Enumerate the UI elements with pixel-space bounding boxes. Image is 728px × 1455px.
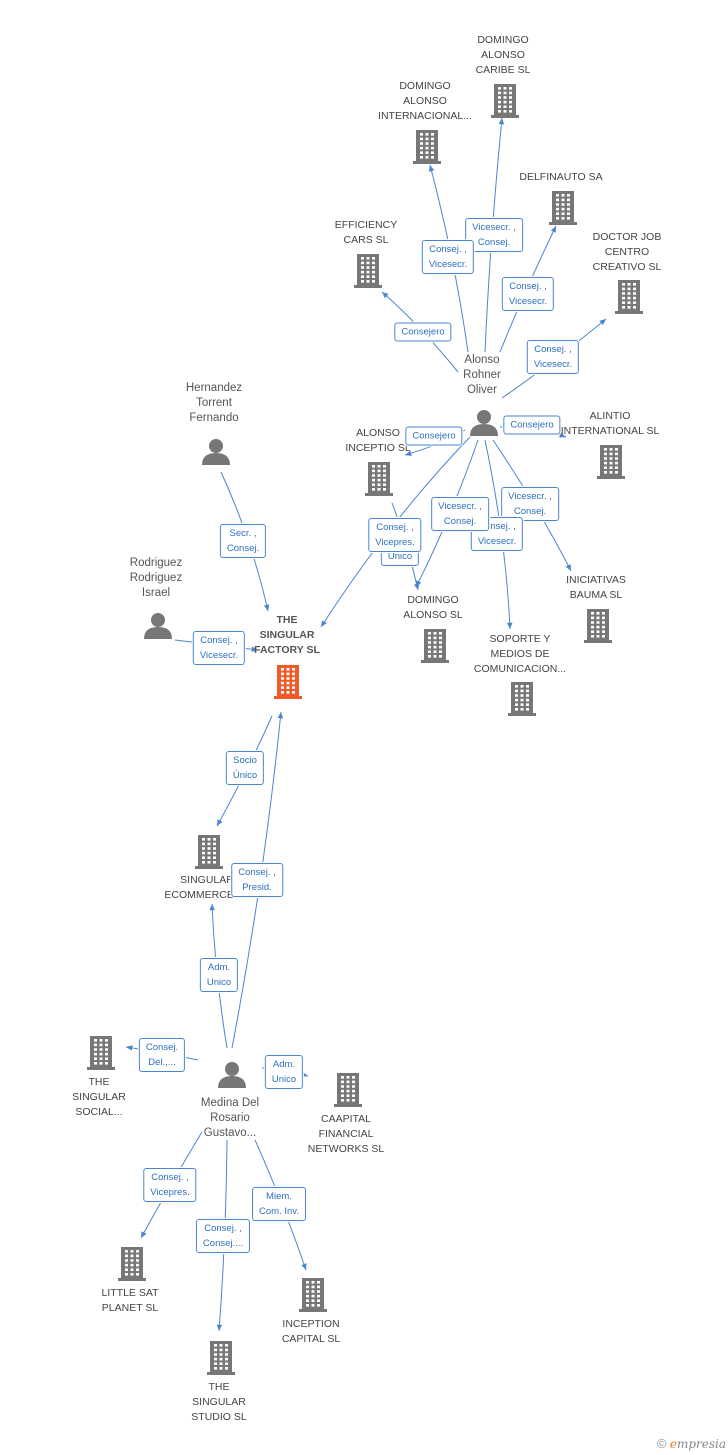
edge-label[interactable]: Consej. , Vicepres.: [143, 1168, 197, 1202]
edge-label[interactable]: Consej. Del.,...: [138, 1038, 186, 1072]
edge-label[interactable]: Consej. , Vicesecr.: [501, 277, 555, 311]
brand-name: mpresia: [676, 1437, 726, 1451]
node-label-medina[interactable]: Medina Del Rosario Gustavo...: [200, 1097, 260, 1139]
copyright-symbol: ©: [656, 1436, 667, 1451]
company-building-icon[interactable]: [584, 609, 612, 643]
node-label-caapital[interactable]: CAAPITAL FINANCIAL NETWORKS SL: [307, 1113, 385, 1155]
node-label-singular-social[interactable]: THE SINGULAR SOCIAL...: [72, 1076, 126, 1118]
edge-label[interactable]: Consejero: [503, 415, 561, 435]
node-label-hernandez[interactable]: Hernandez Torrent Fernando: [185, 382, 243, 424]
company-building-icon[interactable]: [597, 445, 625, 479]
person-icon[interactable]: [470, 410, 498, 436]
edge-label[interactable]: Adm. Unico: [199, 958, 239, 992]
node-label-inception-capital[interactable]: INCEPTION CAPITAL SL: [281, 1318, 341, 1345]
company-building-icon[interactable]: [413, 130, 441, 164]
company-building-icon[interactable]: [299, 1278, 327, 1312]
edge-label[interactable]: Consej. , Consej....: [195, 1219, 251, 1253]
company-building-icon[interactable]: [365, 462, 393, 496]
node-label-alonso-inceptio[interactable]: ALONSO INCEPTIO SL: [345, 427, 411, 454]
node-label-alintio[interactable]: ALINTIO INTERNATIONAL SL: [560, 410, 660, 437]
edge-label[interactable]: Miem. Com. Inv.: [252, 1187, 306, 1221]
company-building-icon[interactable]: [207, 1341, 235, 1375]
company-building-icon[interactable]: [421, 629, 449, 663]
node-label-efficiency-cars[interactable]: EFFICIENCY CARS SL: [334, 219, 398, 246]
edge-label[interactable]: Consej. , Vicesecr.: [421, 240, 475, 274]
company-building-icon[interactable]: [195, 835, 223, 869]
edge-label[interactable]: Consej. , Vicesecr.: [192, 631, 246, 665]
edge-label[interactable]: Vicesecr. , Consej.: [501, 487, 559, 521]
company-building-icon[interactable]: [118, 1247, 146, 1281]
edge-label[interactable]: Consej. , Presid.: [231, 863, 283, 897]
node-label-domingo-alonso[interactable]: DOMINGO ALONSO SL: [403, 594, 463, 621]
company-building-icon[interactable]: [615, 280, 643, 314]
edge-label[interactable]: Vicesecr. , Consej.: [465, 218, 523, 252]
node-label-alonso-rohner[interactable]: Alonso Rohner Oliver: [463, 354, 501, 396]
person-icon[interactable]: [218, 1062, 246, 1088]
brand-watermark: © empresia: [657, 1436, 726, 1451]
node-label-delfinauto[interactable]: DELFINAUTO SA: [519, 171, 603, 183]
node-label-soporte[interactable]: SOPORTE Y MEDIOS DE COMUNICACION...: [473, 633, 567, 675]
company-building-icon[interactable]: [549, 191, 577, 225]
node-label-singular-factory[interactable]: THE SINGULAR FACTORY SL: [254, 614, 320, 656]
node-label-singular-studio[interactable]: THE SINGULAR STUDIO SL: [191, 1381, 247, 1423]
edge-label[interactable]: Vicesecr. , Consej.: [431, 497, 489, 531]
edge-label[interactable]: Secr. , Consej.: [219, 524, 267, 558]
edge-label[interactable]: Socio Único: [225, 751, 265, 785]
node-label-domingo-caribe[interactable]: DOMINGO ALONSO CARIBE SL: [475, 34, 531, 76]
node-label-doctor-job[interactable]: DOCTOR JOB CENTRO CREATIVO SL: [592, 231, 662, 273]
node-label-iniciativas[interactable]: INICIATIVAS BAUMA SL: [566, 574, 626, 601]
company-building-icon[interactable]: [354, 254, 382, 288]
focus-company-icon[interactable]: [274, 665, 302, 699]
company-building-icon[interactable]: [87, 1036, 115, 1070]
icons-layer: [87, 84, 643, 1375]
person-icon[interactable]: [202, 439, 230, 465]
edge-label[interactable]: Consejero: [405, 426, 463, 446]
edge-label[interactable]: Consej. , Vicesecr.: [526, 340, 580, 374]
brand-initial: e: [669, 1437, 677, 1451]
person-icon[interactable]: [144, 613, 172, 639]
node-label-little-sat[interactable]: LITTLE SAT PLANET SL: [101, 1287, 159, 1314]
company-building-icon[interactable]: [491, 84, 519, 118]
node-label-domingo-internacional[interactable]: DOMINGO ALONSO INTERNACIONAL...: [378, 80, 472, 122]
company-building-icon[interactable]: [334, 1073, 362, 1107]
edge-label[interactable]: Consej. , Vicepres.: [368, 518, 422, 552]
company-building-icon[interactable]: [508, 682, 536, 716]
edge-label[interactable]: Consejero: [394, 322, 452, 342]
node-label-rodriguez[interactable]: Rodriguez Rodriguez Israel: [129, 557, 183, 599]
edge-label[interactable]: Adm. Unico: [264, 1055, 304, 1089]
